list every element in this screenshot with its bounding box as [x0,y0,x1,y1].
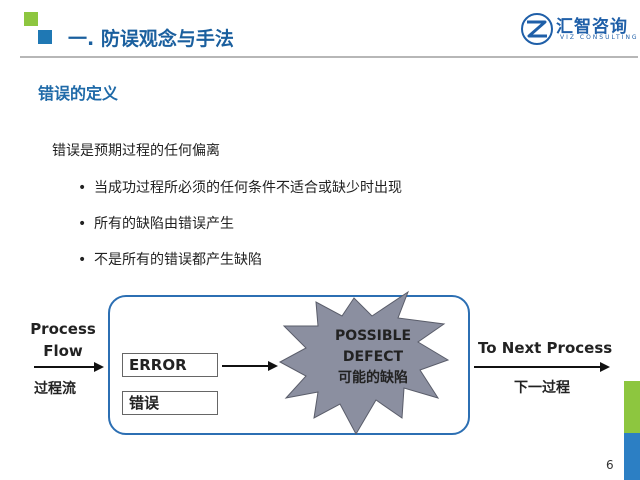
header-accent-green [24,12,38,26]
bullet-text: 当成功过程所必须的任何条件不适合或缺少时出现 [94,180,402,196]
bullet-item: • 所有的缺陷由错误产生 [78,213,234,233]
logo-icon [521,13,553,45]
logo-subtitle: VIZ CONSULTING [560,34,639,41]
defect-starburst-icon [278,290,450,436]
side-accent-blue [624,433,640,480]
error-cn-box: 错误 [122,391,218,415]
defect-line1: POSSIBLE [334,328,412,344]
process-flow-line1: Process [30,320,96,338]
page-number: 6 [606,458,614,472]
header-divider [20,56,638,58]
definition-text: 错误是预期过程的任何偏离 [52,143,220,159]
error-arrow-icon [222,361,278,371]
bullet-dot-icon: • [78,180,87,196]
next-process-cn-label: 下一过程 [514,380,570,396]
bullet-dot-icon: • [78,252,87,268]
process-flow-line2: Flow [43,342,83,360]
header-accent-blue [38,30,52,44]
bullet-dot-icon: • [78,216,87,232]
process-flow-label: Process Flow [30,318,96,362]
side-accent-green [624,381,640,433]
logo-name: 汇智咨询 [556,17,628,37]
input-arrow-icon [34,362,104,372]
section-title: 错误的定义 [38,84,119,103]
bullet-item: • 当成功过程所必须的任何条件不适合或缺少时出现 [78,177,402,197]
bullet-item: • 不是所有的错误都产生缺陷 [78,249,262,269]
bullet-text: 不是所有的错误都产生缺陷 [94,252,262,268]
defect-line2: DEFECT [342,349,404,365]
output-arrow-icon [474,362,610,372]
next-process-label: To Next Process [478,339,613,357]
error-box: ERROR [122,353,218,377]
bullet-text: 所有的缺陷由错误产生 [94,216,234,232]
defect-line3: 可能的缺陷 [338,370,408,386]
possible-defect-label: POSSIBLE DEFECT 可能的缺陷 [318,326,428,389]
process-flow-cn-label: 过程流 [34,381,76,397]
process-frame [108,295,470,435]
page-title: 一. 防误观念与手法 [68,28,234,50]
